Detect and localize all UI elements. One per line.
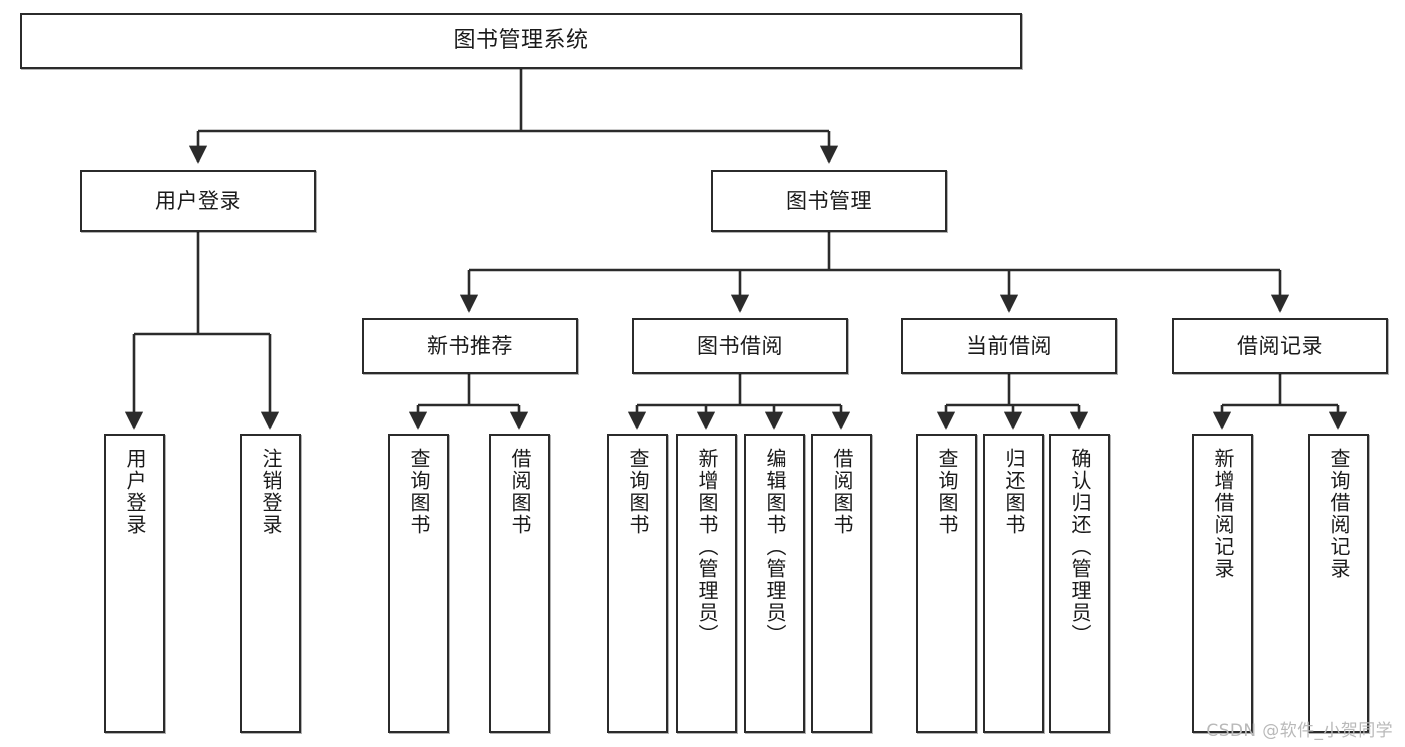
node-borrow-record[interactable]: 借阅记录 bbox=[1172, 318, 1388, 374]
node-book-manage[interactable]: 图书管理 bbox=[711, 170, 947, 232]
node-root[interactable]: 图书管理系统 bbox=[20, 13, 1022, 69]
leaf-borrow-record-2[interactable]: 查询借阅记录 bbox=[1308, 434, 1369, 733]
node-current-borrow[interactable]: 当前借阅 bbox=[901, 318, 1117, 374]
node-book-manage-label: 图书管理 bbox=[786, 188, 872, 213]
leaf-new-book-1-label: 查询图书 bbox=[407, 448, 431, 536]
leaf-book-borrow-4-label: 借阅图书 bbox=[830, 448, 854, 536]
node-root-label: 图书管理系统 bbox=[453, 28, 589, 54]
leaf-user-login-2-label: 注销登录 bbox=[259, 448, 283, 536]
leaf-user-login-1-label: 用户登录 bbox=[123, 448, 147, 536]
leaf-new-book-2[interactable]: 借阅图书 bbox=[489, 434, 550, 733]
leaf-book-borrow-1-label: 查询图书 bbox=[626, 448, 650, 536]
leaf-borrow-record-1[interactable]: 新增借阅记录 bbox=[1192, 434, 1253, 733]
leaf-current-borrow-3-label: 确认归还（管理员） bbox=[1068, 448, 1092, 646]
leaf-book-borrow-2-label: 新增图书（管理员） bbox=[695, 448, 719, 646]
node-new-book-recommend[interactable]: 新书推荐 bbox=[362, 318, 578, 374]
node-borrow-record-label: 借阅记录 bbox=[1237, 333, 1323, 358]
node-user-login-label: 用户登录 bbox=[155, 188, 241, 213]
leaf-current-borrow-1[interactable]: 查询图书 bbox=[916, 434, 977, 733]
leaf-book-borrow-2[interactable]: 新增图书（管理员） bbox=[676, 434, 737, 733]
leaf-borrow-record-2-label: 查询借阅记录 bbox=[1327, 448, 1351, 580]
leaf-new-book-2-label: 借阅图书 bbox=[508, 448, 532, 536]
node-book-borrow[interactable]: 图书借阅 bbox=[632, 318, 848, 374]
node-new-book-recommend-label: 新书推荐 bbox=[427, 333, 513, 358]
watermark-text: CSDN @软件_小贺同学 bbox=[1206, 721, 1393, 741]
leaf-current-borrow-1-label: 查询图书 bbox=[935, 448, 959, 536]
node-book-borrow-label: 图书借阅 bbox=[697, 333, 783, 358]
leaf-book-borrow-3[interactable]: 编辑图书（管理员） bbox=[744, 434, 805, 733]
leaf-new-book-1[interactable]: 查询图书 bbox=[388, 434, 449, 733]
leaf-current-borrow-2[interactable]: 归还图书 bbox=[983, 434, 1044, 733]
leaf-current-borrow-2-label: 归还图书 bbox=[1002, 448, 1026, 536]
leaf-current-borrow-3[interactable]: 确认归还（管理员） bbox=[1049, 434, 1110, 733]
leaf-book-borrow-4[interactable]: 借阅图书 bbox=[811, 434, 872, 733]
leaf-user-login-2[interactable]: 注销登录 bbox=[240, 434, 301, 733]
node-user-login[interactable]: 用户登录 bbox=[80, 170, 316, 232]
leaf-borrow-record-1-label: 新增借阅记录 bbox=[1211, 448, 1235, 580]
leaf-book-borrow-3-label: 编辑图书（管理员） bbox=[763, 448, 787, 646]
node-current-borrow-label: 当前借阅 bbox=[966, 333, 1052, 358]
leaf-user-login-1[interactable]: 用户登录 bbox=[104, 434, 165, 733]
leaf-book-borrow-1[interactable]: 查询图书 bbox=[607, 434, 668, 733]
